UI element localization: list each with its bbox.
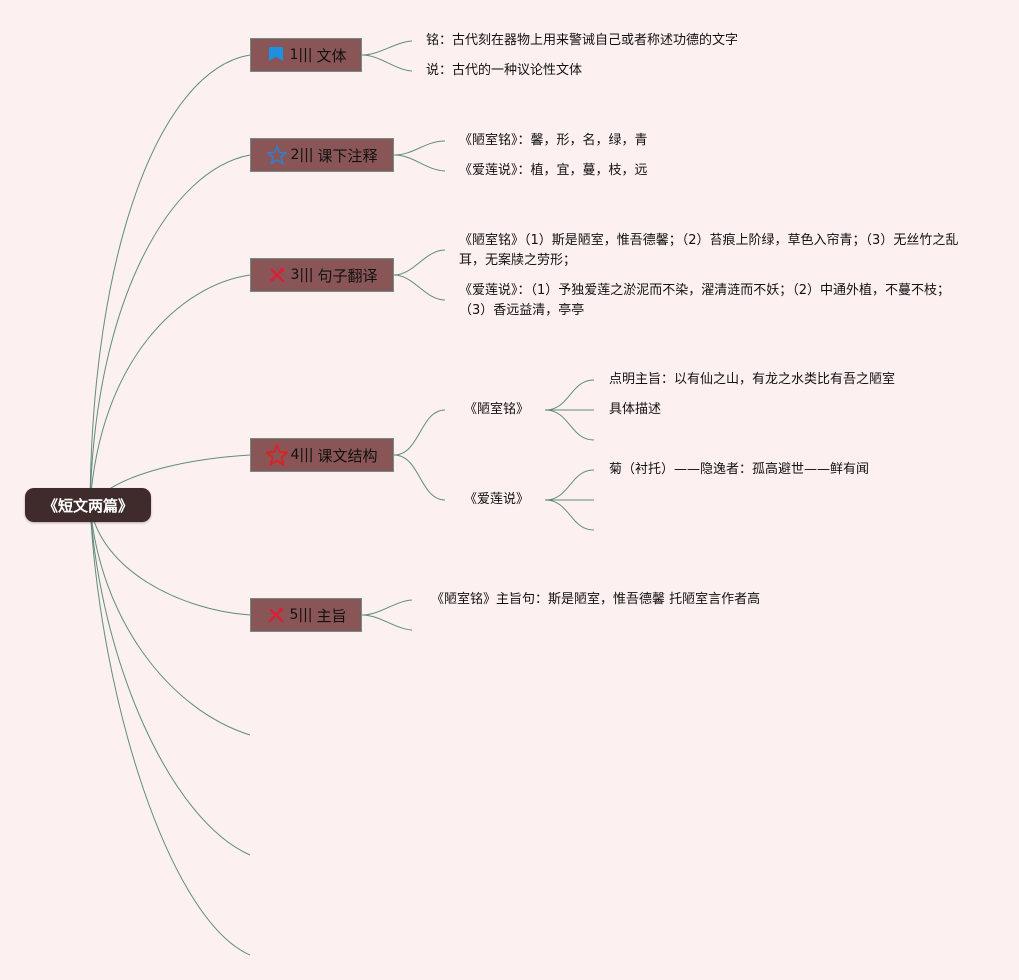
blue-flag-icon bbox=[265, 44, 287, 66]
node-zhuzhi-sentence[interactable]: 《陋室铭》主旨句：斯是陋室，惟吾德馨 托陋室言作者高 bbox=[431, 592, 761, 607]
connector bbox=[361, 40, 413, 56]
connector bbox=[89, 154, 251, 506]
topic-number: 5||| bbox=[289, 607, 313, 623]
connector bbox=[544, 409, 595, 441]
connector bbox=[89, 504, 251, 616]
connector bbox=[361, 54, 413, 72]
crossed-tools-icon bbox=[266, 264, 288, 286]
topic-jiegou[interactable]: 4||| 课文结构 bbox=[250, 438, 394, 472]
connector bbox=[393, 249, 446, 276]
topic-label: 文体 bbox=[316, 46, 347, 65]
red-star-icon bbox=[266, 443, 289, 467]
node-loushi-miaoshu[interactable]: 具体描述 bbox=[609, 402, 662, 417]
node-fanyi-loushi[interactable]: 《陋室铭》（1）斯是陋室，惟吾德馨；（2）苔痕上阶绿，草色入帘青；（3）无丝竹之… bbox=[459, 233, 959, 268]
topic-zhushi[interactable]: 2||| 课下注释 bbox=[250, 138, 394, 172]
topic-fanyi[interactable]: 3||| 句子翻译 bbox=[250, 258, 394, 292]
topic-number: 2||| bbox=[290, 147, 314, 163]
connector bbox=[393, 140, 446, 156]
node-jiegou-ailian[interactable]: 《爱莲说》 bbox=[464, 492, 530, 507]
topic-zhuzhi[interactable]: 5||| 主旨 bbox=[250, 598, 362, 632]
node-loushi-zhuzhi[interactable]: 点明主旨：以有仙之山，有龙之水类比有吾之陋室 bbox=[609, 372, 896, 387]
connector bbox=[393, 409, 446, 456]
node-zhushi-ailian[interactable]: 《爱莲说》：植，宜，蔓，枝，远 bbox=[459, 163, 648, 178]
connector bbox=[89, 504, 251, 856]
node-jiegou-loushi[interactable]: 《陋室铭》 bbox=[464, 402, 530, 417]
connector bbox=[544, 499, 595, 531]
connector bbox=[544, 469, 595, 501]
connector bbox=[393, 454, 446, 501]
connector bbox=[544, 379, 595, 411]
root-node[interactable]: 《短文两篇》 bbox=[25, 488, 151, 522]
connector bbox=[89, 274, 251, 506]
topic-label: 课文结构 bbox=[317, 446, 378, 465]
connector bbox=[393, 154, 446, 172]
star-outline-icon bbox=[266, 144, 288, 166]
connector bbox=[361, 614, 413, 631]
node-zhushi-loushi[interactable]: 《陋室铭》：馨，形，名，绿，青 bbox=[459, 133, 648, 148]
topic-number: 1||| bbox=[289, 47, 313, 63]
node-wenti-shuo[interactable]: 说：古代的一种议论性文体 bbox=[426, 63, 583, 78]
topic-label: 主旨 bbox=[316, 606, 347, 625]
crossed-tools-icon bbox=[265, 604, 287, 626]
root-label: 《短文两篇》 bbox=[42, 496, 133, 515]
connector bbox=[89, 54, 251, 506]
node-ailian-ju[interactable]: 菊（衬托）——隐逸者：孤高避世——鲜有闻 bbox=[609, 462, 870, 477]
connector bbox=[89, 504, 251, 956]
topic-label: 句子翻译 bbox=[317, 266, 378, 285]
connector bbox=[361, 599, 413, 616]
topic-number: 4||| bbox=[290, 447, 314, 463]
connector bbox=[393, 274, 446, 301]
connector bbox=[89, 504, 251, 736]
topic-number: 3||| bbox=[290, 267, 314, 283]
node-wenti-ming[interactable]: 铭：古代刻在器物上用来警诫自己或者称述功德的文字 bbox=[426, 33, 739, 48]
node-fanyi-ailian[interactable]: 《爱莲说》：（1）予独爱莲之淤泥而不染，濯清涟而不妖；（2）中通外植，不蔓不枝；… bbox=[459, 283, 951, 318]
topic-label: 课下注释 bbox=[317, 146, 378, 165]
topic-wenti[interactable]: 1||| 文体 bbox=[250, 38, 362, 72]
